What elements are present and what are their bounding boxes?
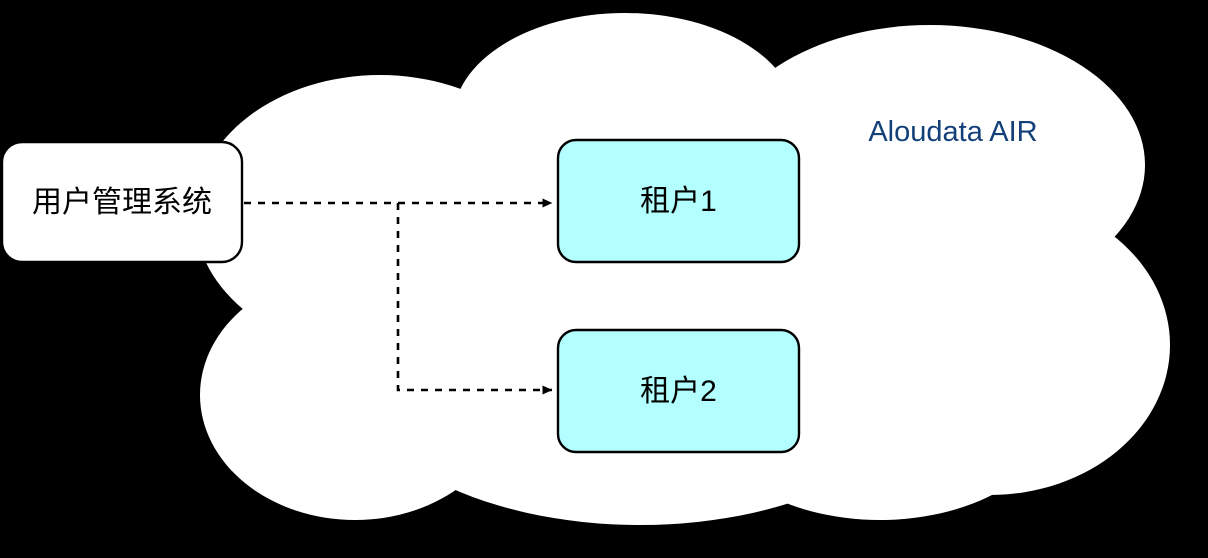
node-user-management-system[interactable]: [0, 140, 244, 264]
cloud-title-aloudata-air: Aloudata AIR: [868, 115, 1038, 148]
node-tenant-2[interactable]: [556, 328, 801, 454]
node-tenant-1[interactable]: [556, 138, 801, 264]
connector-ums-to-tenant-2: [396, 203, 553, 395]
